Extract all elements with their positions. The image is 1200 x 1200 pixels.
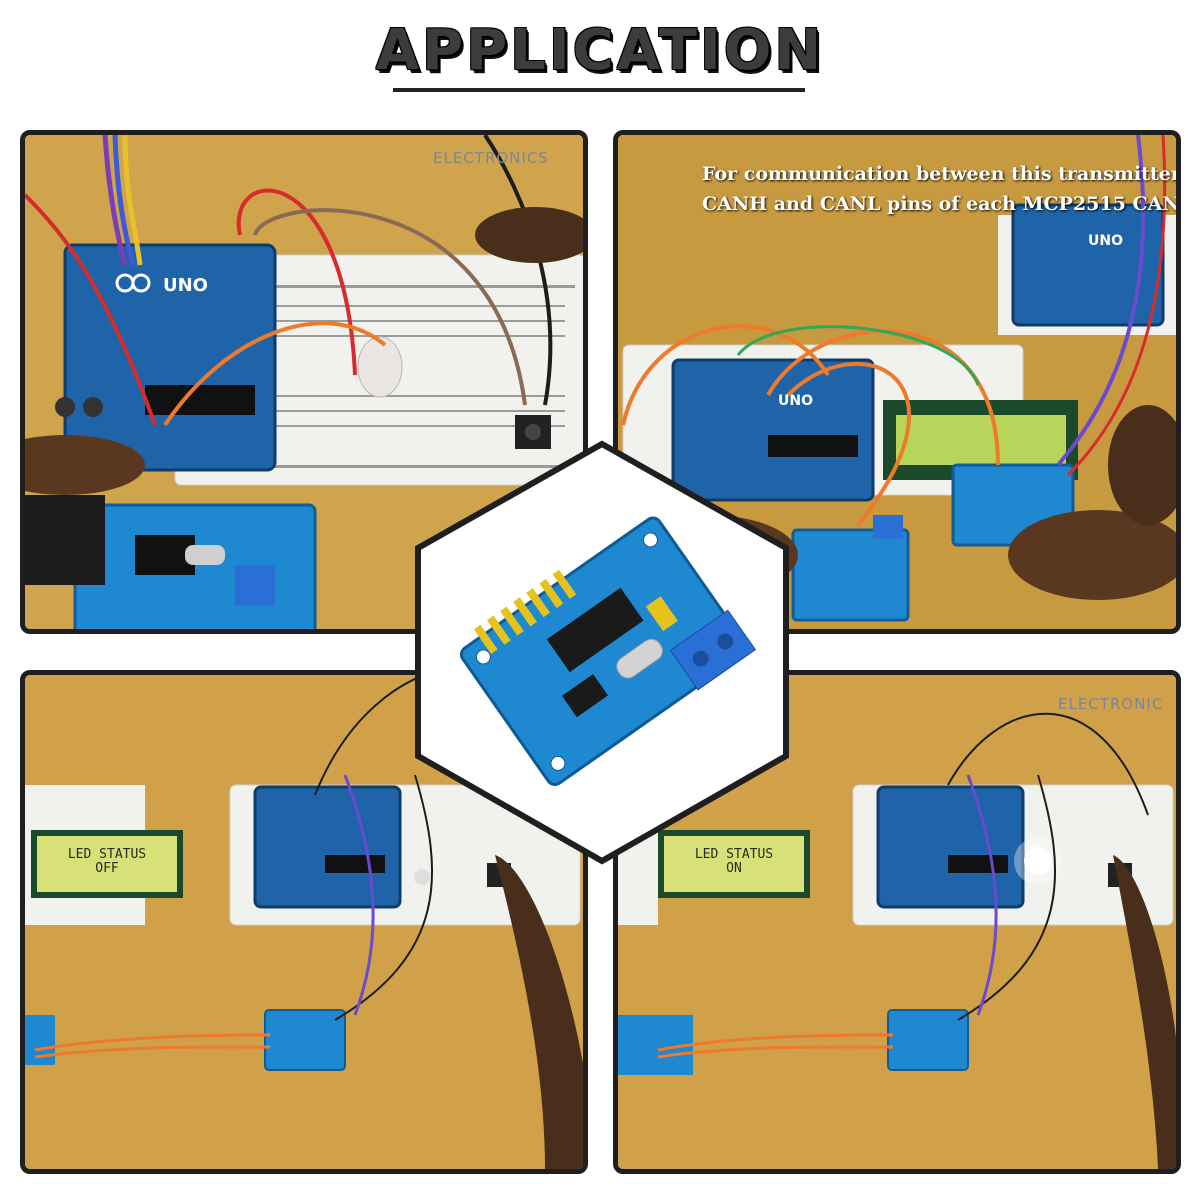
mcp2515-module-image (415, 440, 789, 865)
photo-can-lcd-setup: UNO UNO (618, 135, 1176, 629)
lcd-line-2: ON (726, 861, 742, 876)
svg-text:UNO: UNO (778, 393, 813, 409)
photo-panel-top-right: UNO UNO For communication between this t… (613, 130, 1181, 634)
watermark-text: ELECTRONICS (433, 149, 549, 167)
svg-text:UNO: UNO (1088, 233, 1123, 249)
caption-line-1: For communication between this transmitt… (702, 163, 1181, 185)
product-hexagon (414, 440, 790, 865)
lcd-display: LED STATUS OFF (31, 830, 183, 898)
photo-panel-bottom-right: ELECTRONIC LED STATUS ON (613, 670, 1181, 1174)
page-title: APPLICATION (375, 18, 825, 83)
caption-overlay: For communication between this transmitt… (702, 159, 1181, 219)
lcd-display: LED STATUS ON (658, 830, 810, 898)
title-underline (393, 88, 805, 92)
lcd-line-1: LED STATUS (67, 847, 147, 862)
photo-panel-bottom-left: LED STATUS OFF (20, 670, 588, 1174)
photo-arduino-button-led: UNO (25, 135, 583, 629)
caption-line-2: CANH and CANL pins of each MCP2515 CAN (702, 193, 1180, 215)
lcd-line-1: LED STATUS (694, 847, 774, 862)
svg-text:UNO: UNO (163, 275, 208, 296)
watermark-text: ELECTRONIC (1058, 695, 1164, 713)
photo-panel-top-left: UNO ELECTRONICS (20, 130, 588, 634)
photo-led-status-on (618, 675, 1176, 1169)
lcd-line-2: OFF (95, 861, 119, 876)
